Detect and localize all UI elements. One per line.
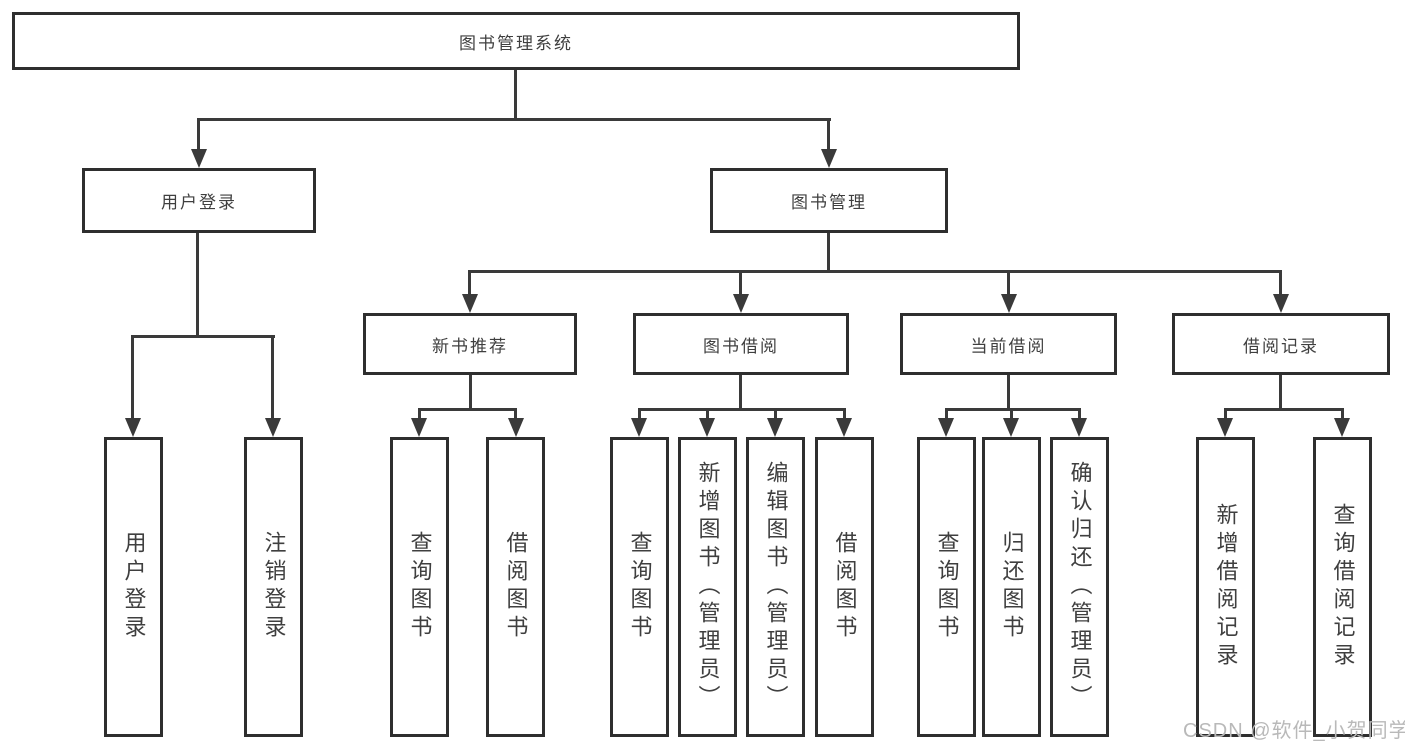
connector-line <box>1010 408 1013 422</box>
connector-line <box>1279 375 1282 410</box>
leaf-edit-books-admin-label: 编辑图书（管理员） <box>763 461 789 713</box>
leaf-query-borrow-record: 查询借阅记录 <box>1313 437 1372 737</box>
leaf-query-borrow-record-label: 查询借阅记录 <box>1330 503 1356 671</box>
node-user-login-label: 用户登录 <box>161 193 237 212</box>
node-current-borrowing-label: 当前借阅 <box>970 336 1047 356</box>
connector-line <box>827 118 830 151</box>
leaf-borrowing-query-books: 查询图书 <box>610 437 669 737</box>
leaf-borrowing-query-books-label: 查询图书 <box>627 531 653 643</box>
arrow-down-icon <box>125 418 141 437</box>
connector-line <box>739 375 742 410</box>
leaf-recommend-query-books: 查询图书 <box>390 437 449 737</box>
connector-line <box>196 233 199 336</box>
arrow-down-icon <box>836 418 852 437</box>
node-root-label: 图书管理系统 <box>459 33 573 53</box>
leaf-return-books: 归还图书 <box>982 437 1041 737</box>
connector-line <box>1341 408 1344 422</box>
arrow-down-icon <box>508 418 524 437</box>
connector-line <box>271 335 274 419</box>
connector-line <box>706 408 709 422</box>
connector-line <box>131 335 134 419</box>
leaf-borrowing-borrow-books: 借阅图书 <box>815 437 874 737</box>
arrow-down-icon <box>767 418 783 437</box>
csdn-watermark: CSDN @软件_小贺同学 <box>1183 720 1405 742</box>
leaf-confirm-return-admin-label: 确认归还（管理员） <box>1067 461 1093 713</box>
connector-line <box>638 408 846 411</box>
arrow-down-icon <box>191 149 207 168</box>
arrow-down-icon <box>821 149 837 168</box>
connector-line <box>514 70 517 118</box>
arrow-down-icon <box>699 418 715 437</box>
node-book-borrowing: 图书借阅 <box>633 313 849 375</box>
arrow-down-icon <box>265 418 281 437</box>
leaf-recommend-query-books-label: 查询图书 <box>407 531 433 643</box>
connector-line <box>418 408 517 411</box>
connector-line <box>1279 270 1282 296</box>
leaf-user-login-label: 用户登录 <box>121 531 147 643</box>
connector-line <box>739 270 742 296</box>
leaf-add-borrow-record: 新增借阅记录 <box>1196 437 1255 737</box>
node-book-management: 图书管理 <box>710 168 948 233</box>
connector-line <box>469 375 472 410</box>
arrow-down-icon <box>938 418 954 437</box>
node-new-book-recommend: 新书推荐 <box>363 313 577 375</box>
arrow-down-icon <box>1273 294 1289 313</box>
connector-line <box>1224 408 1344 411</box>
leaf-confirm-return-admin: 确认归还（管理员） <box>1050 437 1109 737</box>
connector-line <box>198 118 831 121</box>
connector-line <box>418 408 421 422</box>
connector-line <box>132 335 275 338</box>
connector-line <box>468 270 471 296</box>
leaf-recommend-borrow-books-label: 借阅图书 <box>503 531 529 643</box>
leaf-user-login: 用户登录 <box>104 437 163 737</box>
leaf-edit-books-admin: 编辑图书（管理员） <box>746 437 805 737</box>
connector-line <box>827 233 830 272</box>
arrow-down-icon <box>631 418 647 437</box>
arrow-down-icon <box>462 294 478 313</box>
connector-line <box>1007 375 1010 410</box>
connector-line <box>945 408 948 422</box>
arrow-down-icon <box>1334 418 1350 437</box>
connector-line <box>843 408 846 422</box>
arrow-down-icon <box>1001 294 1017 313</box>
leaf-borrowing-borrow-books-label: 借阅图书 <box>832 531 858 643</box>
leaf-recommend-borrow-books: 借阅图书 <box>486 437 545 737</box>
arrow-down-icon <box>411 418 427 437</box>
leaf-current-query-books-label: 查询图书 <box>934 531 960 643</box>
node-borrowing-records-label: 借阅记录 <box>1243 336 1319 356</box>
leaf-add-books-admin: 新增图书（管理员） <box>678 437 737 737</box>
node-current-borrowing: 当前借阅 <box>900 313 1117 375</box>
arrow-down-icon <box>1071 418 1087 437</box>
node-root: 图书管理系统 <box>12 12 1020 70</box>
connector-line <box>945 408 1081 411</box>
leaf-current-query-books: 查询图书 <box>917 437 976 737</box>
arrow-down-icon <box>733 294 749 313</box>
connector-line <box>1007 270 1010 296</box>
connector-line <box>638 408 641 422</box>
connector-line <box>469 270 1282 273</box>
leaf-logout: 注销登录 <box>244 437 303 737</box>
arrow-down-icon <box>1003 418 1019 437</box>
connector-line <box>774 408 777 422</box>
node-user-login: 用户登录 <box>82 168 316 233</box>
leaf-logout-label: 注销登录 <box>261 531 287 643</box>
node-borrowing-records: 借阅记录 <box>1172 313 1390 375</box>
connector-line <box>1224 408 1227 422</box>
leaf-add-borrow-record-label: 新增借阅记录 <box>1213 503 1239 671</box>
leaf-add-books-admin-label: 新增图书（管理员） <box>695 461 721 713</box>
connector-line <box>197 118 200 151</box>
connector-line <box>1078 408 1081 422</box>
leaf-return-books-label: 归还图书 <box>999 531 1025 643</box>
connector-line <box>514 408 517 422</box>
node-new-book-recommend-label: 新书推荐 <box>432 336 508 356</box>
arrow-down-icon <box>1217 418 1233 437</box>
node-book-management-label: 图书管理 <box>791 193 867 212</box>
node-book-borrowing-label: 图书借阅 <box>703 336 779 356</box>
